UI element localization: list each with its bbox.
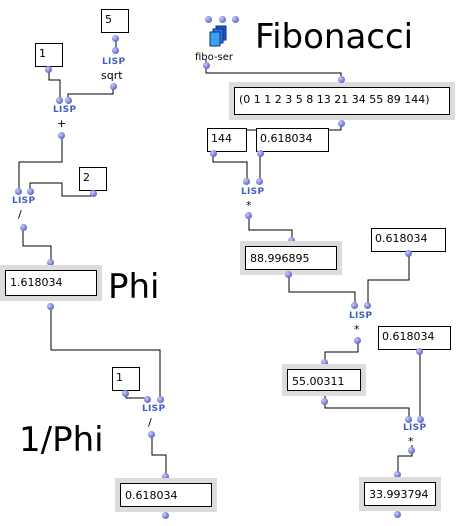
inlet-point[interactable] (338, 76, 345, 83)
prod2-box[interactable]: 55.00311 (282, 364, 366, 396)
input-five[interactable]: 5 (101, 9, 129, 33)
inlet-point[interactable] (256, 178, 263, 185)
outlet-point[interactable] (58, 132, 65, 139)
outlet-point[interactable] (47, 303, 54, 310)
outlet-point[interactable] (122, 390, 129, 397)
inlet-point[interactable] (321, 359, 328, 366)
phi-value-box[interactable]: 1.618034 (0, 265, 102, 301)
outlet-point[interactable] (162, 512, 169, 519)
phi-label: Phi (108, 267, 160, 307)
prod1-value: 88.996895 (250, 252, 310, 265)
inlet-point[interactable] (144, 396, 151, 403)
prod1-box[interactable]: 88.996895 (240, 241, 342, 275)
mult3-op[interactable]: * (408, 435, 414, 448)
inlet-point[interactable] (47, 259, 54, 266)
outlet-point[interactable] (20, 224, 27, 231)
input-one-top[interactable]: 1 (35, 43, 63, 67)
outlet-point[interactable] (354, 337, 361, 344)
input-two[interactable]: 2 (79, 167, 107, 191)
prod2-value: 55.00311 (292, 375, 345, 388)
inlet-point[interactable] (15, 188, 22, 195)
inlet-point[interactable] (232, 16, 239, 23)
inlet-point[interactable] (162, 473, 169, 480)
inlet-point[interactable] (364, 302, 371, 309)
outlet-point[interactable] (408, 447, 415, 454)
sqrt-lisp-label: LISP (102, 57, 126, 67)
outlet-point[interactable] (90, 190, 97, 197)
mult3-lisp-label: LISP (403, 423, 427, 433)
outlet-point[interactable] (416, 348, 423, 355)
fibo-ser-icon[interactable] (204, 24, 234, 54)
outlet-point[interactable] (257, 150, 264, 157)
inv-divide-op[interactable]: / (148, 416, 152, 429)
outlet-point[interactable] (394, 511, 401, 518)
outlet-point[interactable] (285, 271, 292, 278)
inlet-point[interactable] (394, 471, 401, 478)
inv-divide-lisp-label: LISP (142, 404, 166, 414)
plus-op[interactable]: + (57, 117, 67, 130)
outlet-point[interactable] (338, 120, 345, 127)
page-title: Fibonacci (255, 17, 414, 57)
divide-lisp-label: LISP (12, 196, 36, 206)
phi-value: 1.618034 (10, 276, 63, 289)
input-phi-inv-c[interactable]: 0.618034 (378, 326, 451, 350)
mult2-lisp-label: LISP (349, 311, 373, 321)
mult2-op[interactable]: * (354, 323, 360, 336)
input-phi-inv-b[interactable]: 0.618034 (371, 228, 446, 252)
divide-op[interactable]: / (18, 208, 22, 221)
fibo-result-box[interactable]: (0 1 1 2 3 5 8 13 21 34 55 89 144) (229, 82, 455, 120)
outlet-point[interactable] (45, 66, 52, 73)
outlet-point[interactable] (405, 250, 412, 257)
inlet-point[interactable] (56, 97, 63, 104)
inlet-point[interactable] (351, 302, 358, 309)
fibo-result-value: (0 1 1 2 3 5 8 13 21 34 55 89 144) (239, 93, 430, 106)
input-144[interactable]: 144 (207, 128, 247, 152)
inlet-point[interactable] (219, 16, 226, 23)
outlet-point[interactable] (110, 83, 117, 90)
inlet-point[interactable] (405, 416, 412, 423)
inlet-point[interactable] (288, 237, 295, 244)
inlet-point[interactable] (27, 188, 34, 195)
plus-lisp-label: LISP (53, 105, 77, 115)
inv-phi-value: 0.618034 (125, 489, 178, 502)
outlet-point[interactable] (112, 35, 119, 42)
input-phi-inv-a[interactable]: 0.618034 (256, 128, 329, 152)
inlet-point[interactable] (243, 178, 250, 185)
prod3-box[interactable]: 33.993794 (359, 477, 441, 511)
outlet-point[interactable] (203, 62, 210, 69)
inlet-point[interactable] (417, 416, 424, 423)
outlet-point[interactable] (210, 150, 217, 157)
inlet-point[interactable] (157, 396, 164, 403)
inlet-point[interactable] (112, 47, 119, 54)
input-one-bottom[interactable]: 1 (112, 367, 140, 391)
prod3-value: 33.993794 (369, 488, 429, 501)
mult1-lisp-label: LISP (241, 187, 265, 197)
inlet-point[interactable] (205, 16, 212, 23)
inv-phi-label: 1/Phi (19, 420, 104, 460)
inv-phi-value-box[interactable]: 0.618034 (115, 478, 217, 512)
outlet-point[interactable] (245, 212, 252, 219)
inlet-point[interactable] (65, 97, 72, 104)
mult1-op[interactable]: * (246, 199, 252, 212)
fibo-ser-label: fibo-ser (195, 52, 234, 63)
outlet-point[interactable] (321, 398, 328, 405)
outlet-point[interactable] (148, 431, 155, 438)
sqrt-op[interactable]: sqrt (101, 69, 123, 82)
